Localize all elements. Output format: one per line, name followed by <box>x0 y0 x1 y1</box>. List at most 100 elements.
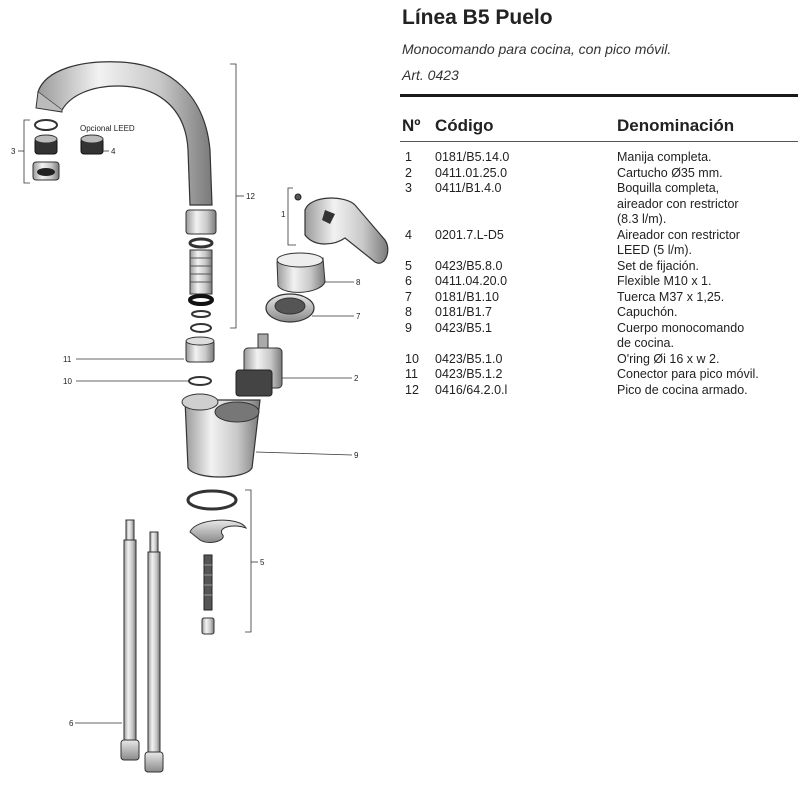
denomination-line: aireador con restrictor <box>617 196 739 211</box>
table-row: 10 0423/B5.1.0 O'ring Øi 16 x w 2. <box>400 352 800 368</box>
table-row: 7 0181/B1.10 Tuerca M37 x 1,25. <box>400 290 800 306</box>
row-code: 0411.01.25.0 <box>435 165 508 180</box>
denomination-line: de cocina. <box>617 336 674 350</box>
denomination-line: Pico de cocina armado. <box>617 382 748 397</box>
leader-lines <box>18 63 354 724</box>
callout-8: 8 <box>356 278 361 287</box>
part-1-handle <box>294 193 389 264</box>
part-2-cartridge <box>235 333 283 397</box>
row-number: 3 <box>405 181 412 195</box>
denomination-line: Cartucho Ø35 mm. <box>617 165 723 180</box>
row-number: 6 <box>405 274 412 288</box>
row-code: 0423/B5.1.2 <box>435 367 503 381</box>
callout-3: 3 <box>11 147 16 156</box>
row-number: 9 <box>405 320 412 335</box>
row-number: 10 <box>405 351 419 366</box>
article-number: Art. 0423 <box>402 67 459 83</box>
part-7-nut <box>265 293 315 323</box>
parts-table: 1 0181/B5.14.0 Manija completa. 2 0411.01.25… <box>400 150 800 398</box>
callout-10: 10 <box>63 377 72 386</box>
callout-2: 2 <box>354 374 359 383</box>
row-number: 2 <box>405 165 412 180</box>
header-divider <box>400 94 798 97</box>
row-denomination: Capuchón. <box>617 305 800 321</box>
part-12-spout <box>35 61 213 206</box>
callout-7: 7 <box>356 312 361 321</box>
denomination-line: Set de fijación. <box>617 258 699 273</box>
callout-4: 4 <box>111 147 116 156</box>
row-code: 0416/64.2.0.l <box>435 382 508 397</box>
part-9-body <box>181 393 261 478</box>
row-denomination: Cartucho Ø35 mm. <box>617 166 800 182</box>
row-code: 0181/B1.10 <box>435 289 499 304</box>
part-6-flexible-hoses <box>120 519 164 773</box>
row-denomination: Flexible M10 x 1. <box>617 274 800 290</box>
table-header-divider <box>400 141 798 142</box>
row-denomination: Set de fijación. <box>617 259 800 275</box>
table-row: 5 0423/B5.8.0 Set de fijación. <box>400 259 800 275</box>
table-row: 8 0181/B1.7 Capuchón. <box>400 305 800 321</box>
denomination-line: Manija completa. <box>617 150 712 164</box>
part-8-cap <box>276 252 326 293</box>
exploded-parts-diagram: Opcional LEED 1 2 3 4 5 6 <box>11 61 389 773</box>
denomination-line: (8.3 l/m). <box>617 212 667 226</box>
row-code: 0411.04.20.0 <box>435 274 508 288</box>
row-code: 0411/B1.4.0 <box>435 181 502 195</box>
optional-leed-label: Opcional LEED <box>80 124 135 133</box>
row-number: 11 <box>405 367 418 381</box>
row-number: 5 <box>405 258 412 273</box>
row-number: 8 <box>405 305 412 319</box>
callout-11: 11 <box>63 355 72 364</box>
row-denomination: O'ring Øi 16 x w 2. <box>617 352 800 368</box>
denomination-line: Tuerca M37 x 1,25. <box>617 289 725 304</box>
part-11-connector <box>185 336 215 363</box>
spout-connector-stack <box>185 209 217 333</box>
row-code: 0423/B5.1.0 <box>435 351 503 366</box>
denomination-line: Flexible M10 x 1. <box>617 274 712 288</box>
denomination-line: LEED (5 l/m). <box>617 243 693 257</box>
row-number: 4 <box>405 227 412 242</box>
denomination-line: Boquilla completa, <box>617 181 720 195</box>
row-denomination: Tuerca M37 x 1,25. <box>617 290 800 306</box>
callout-5: 5 <box>260 558 265 567</box>
row-denomination: Manija completa. <box>617 150 800 166</box>
denomination-line: Capuchón. <box>617 305 678 319</box>
table-row: 6 0411.04.20.0 Flexible M10 x 1. <box>400 274 800 290</box>
callout-1: 1 <box>281 210 286 219</box>
row-number: 7 <box>405 289 412 304</box>
table-row: 1 0181/B5.14.0 Manija completa. <box>400 150 800 166</box>
table-row: 3 0411/B1.4.0 Boquilla completa,aireador c… <box>400 181 800 228</box>
callout-numbers: 1 2 3 4 5 6 7 8 9 10 11 12 <box>11 147 361 728</box>
row-code: 0181/B5.14.0 <box>435 150 510 164</box>
table-row: 2 0411.01.25.0 Cartucho Ø35 mm. <box>400 166 800 182</box>
page-subtitle: Monocomando para cocina, con pico móvil. <box>402 41 672 57</box>
callout-9: 9 <box>354 451 359 460</box>
callout-12: 12 <box>246 192 255 201</box>
page-title: Línea B5 Puelo <box>402 6 553 29</box>
row-code: 0423/B5.8.0 <box>435 258 503 273</box>
column-header-name: Denominación <box>617 116 735 135</box>
denomination-line: Cuerpo monocomando <box>617 320 745 335</box>
row-code: 0201.7.L-D5 <box>435 227 504 242</box>
row-denomination: Boquilla completa,aireador con restricto… <box>617 181 800 228</box>
row-number: 12 <box>405 382 419 397</box>
denomination-line: O'ring Øi 16 x w 2. <box>617 351 720 366</box>
denomination-line: Conector para pico móvil. <box>617 367 759 381</box>
row-number: 1 <box>405 150 412 164</box>
table-row: 11 0423/B5.1.2 Conector para pico móvil. <box>400 367 800 383</box>
row-denomination: Conector para pico móvil. <box>617 367 800 383</box>
row-code: 0423/B5.1 <box>435 320 492 335</box>
column-header-number: Nº <box>402 116 421 135</box>
callout-6: 6 <box>69 719 74 728</box>
part-5-fixing-set <box>186 489 248 635</box>
row-denomination: Pico de cocina armado. <box>617 383 800 399</box>
row-code: 0181/B1.7 <box>435 305 492 319</box>
table-row: 12 0416/64.2.0.l Pico de cocina armado. <box>400 383 800 399</box>
part-10-oring <box>188 376 212 386</box>
part-3-aerator-set <box>32 119 60 181</box>
denomination-line: Aireador con restrictor <box>617 227 740 242</box>
